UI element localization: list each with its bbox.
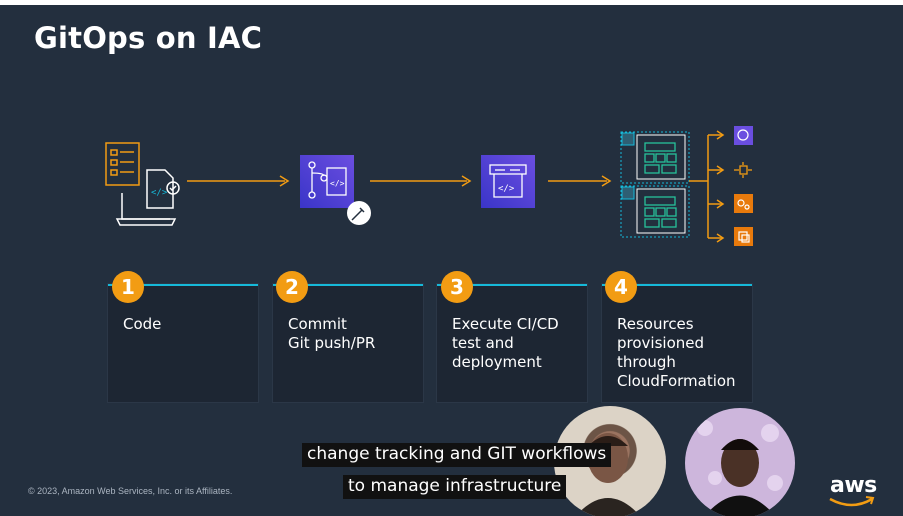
step-label: Commit Git push/PR xyxy=(288,315,376,352)
resource-network-icon xyxy=(734,162,752,178)
resource-orange-icon-b xyxy=(734,227,753,246)
step-number-badge: 3 xyxy=(441,271,473,303)
step-label: Code xyxy=(123,315,162,333)
slide-title: GitOps on IAC xyxy=(34,21,263,55)
slide: GitOps on IAC </> xyxy=(0,5,903,516)
resource-icons xyxy=(734,126,753,246)
code-document-laptop-icon: </> xyxy=(105,142,180,226)
cloudformation-stack-icon xyxy=(620,131,690,238)
svg-text:</>: </> xyxy=(498,184,515,194)
caption-line-1: change tracking and GIT workflows xyxy=(302,443,612,467)
svg-text:</>: </> xyxy=(330,179,345,188)
step-card-resources: Resources provisioned through CloudForma… xyxy=(602,284,752,402)
workflow-diagram: </> </> xyxy=(105,126,753,246)
step-label: Execute CI/CD test and deployment xyxy=(452,315,559,371)
resource-purple-icon xyxy=(734,126,753,145)
aws-smile-icon xyxy=(829,496,875,507)
step-number-badge: 4 xyxy=(605,271,637,303)
pipeline-icon: </> xyxy=(481,155,535,208)
step-label: Resources provisioned through CloudForma… xyxy=(617,315,736,390)
presenter-video-2 xyxy=(685,408,795,516)
step-card-execute: Execute CI/CD test and deployment xyxy=(437,284,587,402)
aws-logo: aws xyxy=(830,473,877,498)
fanout-arrows xyxy=(689,130,725,243)
git-repository-icon: </> xyxy=(300,155,371,225)
step-number-badge: 1 xyxy=(112,271,144,303)
caption-line-2: to manage infrastructure xyxy=(343,475,567,499)
step-card-commit: Commit Git push/PR xyxy=(273,284,423,402)
step-number-badge: 2 xyxy=(276,271,308,303)
step-card-code: Code xyxy=(108,284,258,402)
svg-text:</>: </> xyxy=(151,188,168,198)
copyright-text: © 2023, Amazon Web Services, Inc. or its… xyxy=(28,486,233,496)
